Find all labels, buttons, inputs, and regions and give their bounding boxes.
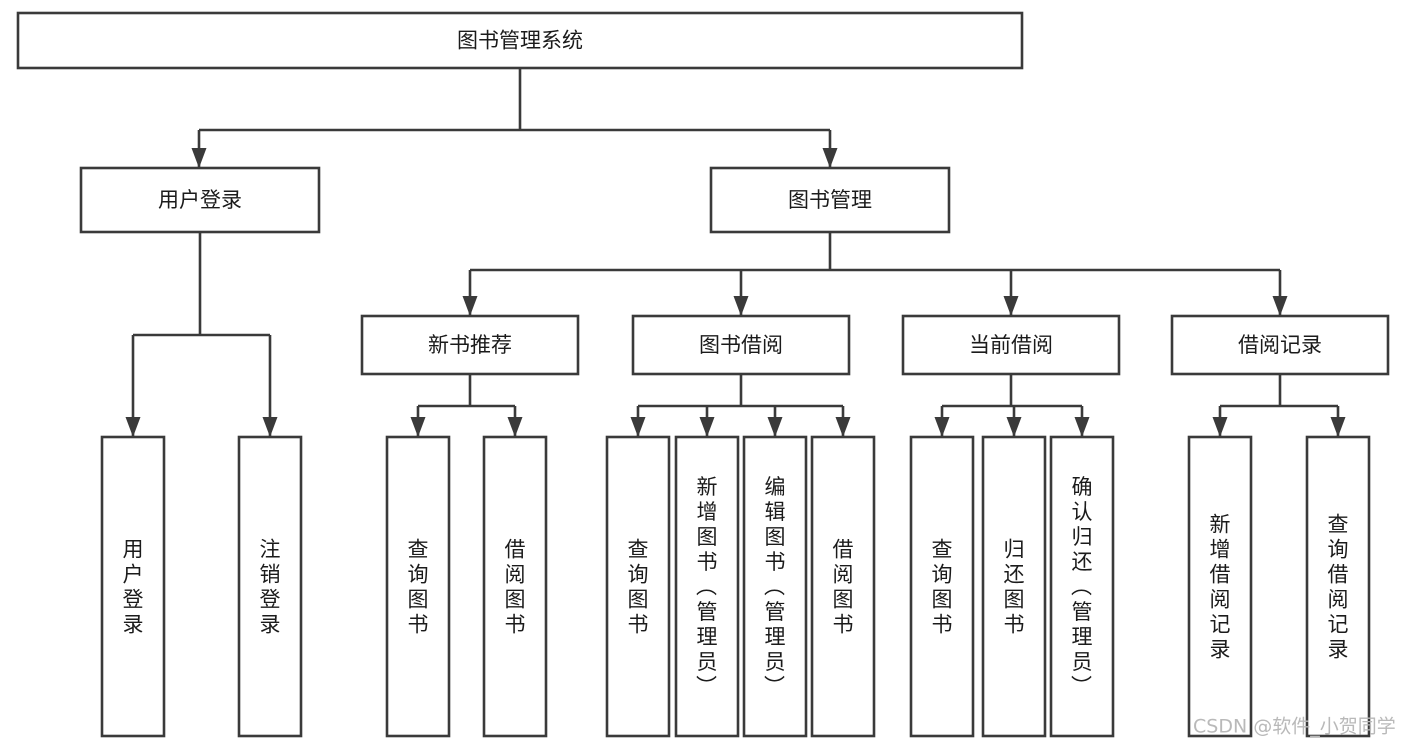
node-box-borrow-record[interactable] bbox=[1170, 314, 1390, 376]
arrow-head-icon-leaf-query-book-rec bbox=[410, 417, 426, 437]
node-label-leaf-user-login: 用户登录 bbox=[123, 538, 144, 637]
node-label-root: 图书管理系统 bbox=[457, 29, 583, 53]
node-box-new-book-recommend[interactable] bbox=[360, 314, 580, 376]
node-label-leaf-confirm-return: 确认归还（管理员） bbox=[1071, 475, 1093, 699]
node-leaf-query-book-rec[interactable]: 查询图书 bbox=[385, 435, 451, 738]
node-leaf-return-book[interactable]: 归还图书 bbox=[981, 435, 1047, 738]
node-box-book-borrow[interactable] bbox=[631, 314, 851, 376]
node-leaf-logout[interactable]: 注销登录 bbox=[237, 435, 303, 738]
arrow-head-icon-leaf-confirm-return bbox=[1074, 417, 1090, 437]
arrow-head-icon-leaf-logout bbox=[262, 417, 278, 437]
node-label-new-book-recommend: 新书推荐 bbox=[428, 333, 512, 357]
node-book-borrow[interactable]: 图书借阅 bbox=[631, 314, 851, 376]
node-box-leaf-add-book[interactable] bbox=[674, 435, 740, 738]
node-box-leaf-query-borrow-record[interactable] bbox=[1305, 435, 1371, 738]
node-label-borrow-record: 借阅记录 bbox=[1238, 333, 1322, 357]
node-box-leaf-user-login[interactable] bbox=[100, 435, 166, 738]
node-label-leaf-edit-book: 编辑图书（管理员） bbox=[764, 475, 786, 699]
arrow-head-icon-leaf-add-book bbox=[699, 417, 715, 437]
node-label-leaf-borrow-book: 借阅图书 bbox=[833, 538, 854, 637]
arrow-head-icon-book-manage bbox=[822, 148, 838, 168]
connector-layer bbox=[125, 68, 1346, 437]
node-book-manage[interactable]: 图书管理 bbox=[709, 166, 951, 234]
node-leaf-edit-book[interactable]: 编辑图书（管理员） bbox=[742, 435, 808, 738]
node-label-current-borrow: 当前借阅 bbox=[969, 333, 1053, 357]
arrow-head-icon-leaf-query-book-cur bbox=[934, 417, 950, 437]
node-box-book-manage[interactable] bbox=[709, 166, 951, 234]
node-leaf-add-borrow-record[interactable]: 新增借阅记录 bbox=[1187, 435, 1253, 738]
arrow-head-icon-leaf-query-book-borrow bbox=[630, 417, 646, 437]
node-label-leaf-query-book-rec: 查询图书 bbox=[408, 538, 429, 637]
node-box-leaf-borrow-book[interactable] bbox=[810, 435, 876, 738]
node-layer: 图书管理系统用户登录图书管理新书推荐图书借阅当前借阅借阅记录用户登录注销登录查询… bbox=[16, 11, 1390, 738]
node-box-user-login[interactable] bbox=[79, 166, 321, 234]
arrow-head-icon-current-borrow bbox=[1003, 296, 1019, 316]
node-box-current-borrow[interactable] bbox=[901, 314, 1121, 376]
arrow-head-icon-borrow-record bbox=[1272, 296, 1288, 316]
node-leaf-user-login[interactable]: 用户登录 bbox=[100, 435, 166, 738]
node-box-leaf-return-book[interactable] bbox=[981, 435, 1047, 738]
arrow-head-icon-leaf-add-borrow-record bbox=[1212, 417, 1228, 437]
node-leaf-confirm-return[interactable]: 确认归还（管理员） bbox=[1049, 435, 1115, 738]
node-box-leaf-query-book-borrow[interactable] bbox=[605, 435, 671, 738]
arrow-head-icon-leaf-borrow-book-rec bbox=[507, 417, 523, 437]
node-box-leaf-query-book-cur[interactable] bbox=[909, 435, 975, 738]
arrow-head-icon-book-borrow bbox=[733, 296, 749, 316]
node-label-leaf-add-borrow-record: 新增借阅记录 bbox=[1210, 513, 1231, 662]
arrow-head-icon-leaf-borrow-book bbox=[835, 417, 851, 437]
node-new-book-recommend[interactable]: 新书推荐 bbox=[360, 314, 580, 376]
csdn-watermark: CSDN @软件_小贺同学 bbox=[1193, 716, 1396, 738]
node-label-leaf-add-book: 新增图书（管理员） bbox=[696, 475, 718, 699]
node-user-login[interactable]: 用户登录 bbox=[79, 166, 321, 234]
node-box-leaf-confirm-return[interactable] bbox=[1049, 435, 1115, 738]
node-leaf-borrow-book-rec[interactable]: 借阅图书 bbox=[482, 435, 548, 738]
node-box-leaf-logout[interactable] bbox=[237, 435, 303, 738]
arrow-head-icon-leaf-user-login bbox=[125, 417, 141, 437]
node-current-borrow[interactable]: 当前借阅 bbox=[901, 314, 1121, 376]
node-leaf-query-book-cur[interactable]: 查询图书 bbox=[909, 435, 975, 738]
node-label-leaf-borrow-book-rec: 借阅图书 bbox=[505, 538, 526, 637]
node-label-book-borrow: 图书借阅 bbox=[699, 333, 783, 357]
node-leaf-add-book[interactable]: 新增图书（管理员） bbox=[674, 435, 740, 738]
node-label-user-login: 用户登录 bbox=[158, 188, 242, 212]
node-leaf-borrow-book[interactable]: 借阅图书 bbox=[810, 435, 876, 738]
node-borrow-record[interactable]: 借阅记录 bbox=[1170, 314, 1390, 376]
node-box-leaf-add-borrow-record[interactable] bbox=[1187, 435, 1253, 738]
node-leaf-query-book-borrow[interactable]: 查询图书 bbox=[605, 435, 671, 738]
node-root[interactable]: 图书管理系统 bbox=[16, 11, 1024, 70]
node-label-leaf-query-borrow-record: 查询借阅记录 bbox=[1328, 513, 1349, 662]
node-label-book-manage: 图书管理 bbox=[788, 188, 872, 212]
node-label-leaf-return-book: 归还图书 bbox=[1004, 538, 1025, 637]
node-leaf-query-borrow-record[interactable]: 查询借阅记录 bbox=[1305, 435, 1371, 738]
node-box-leaf-query-book-rec[interactable] bbox=[385, 435, 451, 738]
node-label-leaf-logout: 注销登录 bbox=[260, 538, 281, 637]
arrow-head-icon-leaf-edit-book bbox=[767, 417, 783, 437]
arrow-head-icon-user-login bbox=[191, 148, 207, 168]
node-label-leaf-query-book-cur: 查询图书 bbox=[932, 538, 953, 637]
arrow-head-icon-leaf-query-borrow-record bbox=[1330, 417, 1346, 437]
node-box-leaf-edit-book[interactable] bbox=[742, 435, 808, 738]
node-label-leaf-query-book-borrow: 查询图书 bbox=[628, 538, 649, 637]
arrow-head-icon-new-book-recommend bbox=[462, 296, 478, 316]
node-box-leaf-borrow-book-rec[interactable] bbox=[482, 435, 548, 738]
node-box-root[interactable] bbox=[16, 11, 1024, 70]
arrow-head-icon-leaf-return-book bbox=[1006, 417, 1022, 437]
